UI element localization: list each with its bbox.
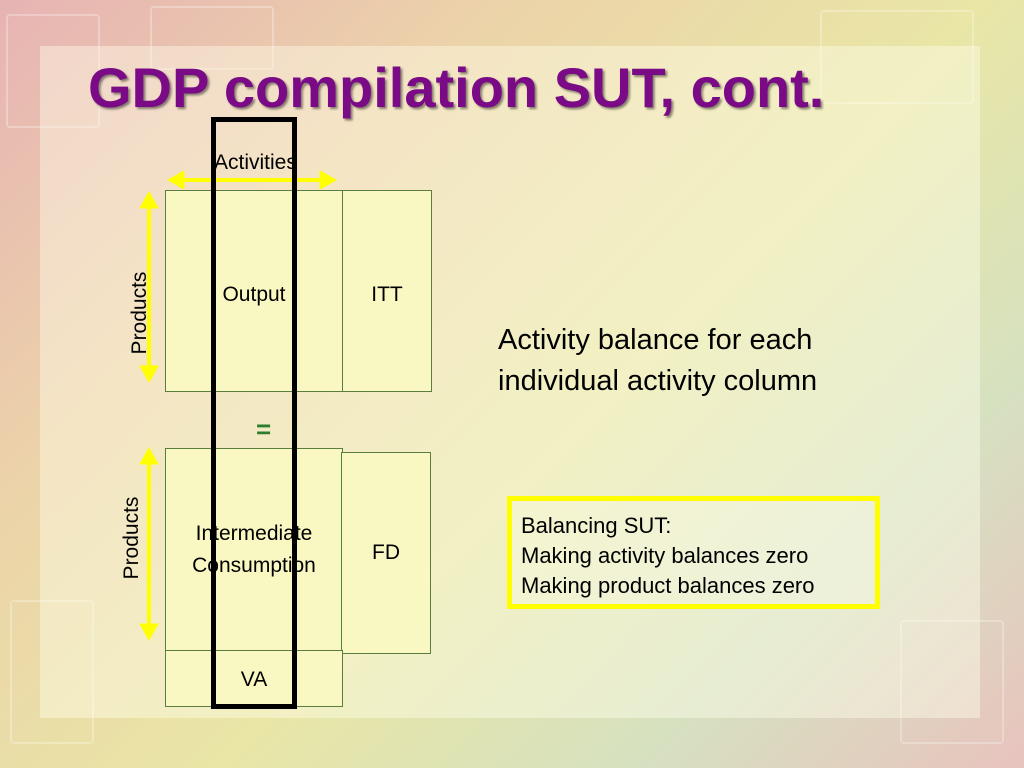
note-line2: individual activity column bbox=[498, 365, 818, 397]
fd-cell: FD bbox=[341, 452, 431, 654]
activities-label: Activities bbox=[214, 151, 297, 174]
equals-sign: = bbox=[256, 414, 272, 444]
output-label: Output bbox=[222, 283, 286, 306]
background-decoration bbox=[150, 6, 274, 70]
background-decoration bbox=[900, 620, 1004, 744]
itt-cell: ITT bbox=[342, 190, 432, 392]
intermediate-consumption-cell: Intermediate Consumption bbox=[165, 448, 343, 651]
products-arrow-top bbox=[139, 190, 159, 384]
va-cell: VA bbox=[165, 650, 343, 707]
balancing-line2: Making activity balances zero bbox=[521, 543, 809, 568]
output-cell: Output bbox=[165, 190, 343, 392]
background-decoration bbox=[820, 10, 974, 104]
itt-label: ITT bbox=[371, 283, 403, 306]
products-arrow-bottom bbox=[139, 446, 159, 642]
activities-arrow bbox=[166, 170, 338, 190]
ic-label-line1: Intermediate bbox=[195, 522, 313, 545]
balancing-sut-box: Balancing SUT: Making activity balances … bbox=[507, 496, 880, 609]
note-line1: Activity balance for each bbox=[498, 324, 813, 356]
slide-title: GDP compilation SUT, cont. bbox=[88, 56, 825, 119]
balancing-line1: Balancing SUT: bbox=[521, 513, 672, 538]
balancing-line3: Making product balances zero bbox=[521, 573, 815, 598]
fd-label: FD bbox=[372, 541, 400, 564]
va-label: VA bbox=[240, 668, 268, 691]
background-decoration bbox=[10, 600, 94, 744]
background-decoration bbox=[6, 14, 100, 128]
activity-balance-note: Activity balance for each individual act… bbox=[498, 320, 817, 402]
ic-label-line2: Consumption bbox=[192, 554, 316, 577]
activity-column-highlight bbox=[211, 117, 297, 709]
